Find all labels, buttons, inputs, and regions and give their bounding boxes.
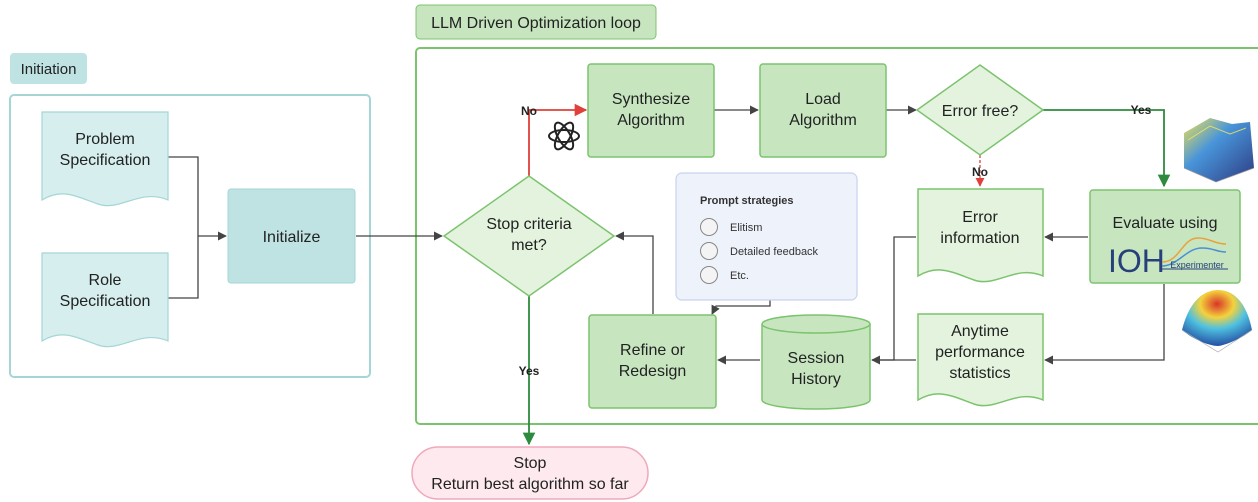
prompt-option-etc: Etc. [700, 266, 749, 284]
svg-text:information: information [940, 230, 1019, 247]
svg-text:Detailed feedback: Detailed feedback [730, 246, 819, 258]
svg-text:Specification: Specification [60, 293, 151, 310]
openai-icon [548, 121, 580, 151]
svg-text:History: History [791, 371, 841, 388]
prompt-strategies-panel: Prompt strategies Elitism Detailed feedb… [675, 172, 858, 301]
svg-text:Session: Session [788, 350, 845, 367]
stop-criteria-decision: Stop criteria met? [442, 175, 616, 297]
session-history-node: Session History [761, 314, 871, 410]
error-information-node: Error information [917, 188, 1044, 283]
ioh-logo-curves [1161, 237, 1227, 263]
svg-text:Problem: Problem [75, 131, 135, 148]
svg-text:Error: Error [962, 209, 998, 226]
svg-text:performance: performance [935, 344, 1025, 361]
svg-text:Elitism: Elitism [730, 222, 762, 234]
evaluate-ioh-node: Evaluate using IOH Experimenter [1089, 189, 1241, 284]
ioh-logo: IOH [1108, 243, 1165, 279]
edge-label-yes-stop: Yes [519, 364, 540, 378]
surface-plot-bottom-icon [1181, 290, 1253, 353]
connectors [168, 103, 1171, 446]
svg-text:Synthesize: Synthesize [612, 91, 690, 108]
surface-plot-top-icon [1183, 118, 1255, 183]
svg-text:Stop: Stop [514, 455, 547, 472]
initialize-node: Initialize [227, 188, 356, 284]
prompt-option-detailed-feedback: Detailed feedback [700, 242, 819, 260]
anytime-performance-node: Anytime performance statistics [917, 313, 1044, 407]
prompt-strategies-title: Prompt strategies [700, 195, 794, 207]
svg-text:Experimenter: Experimenter [1170, 260, 1224, 270]
initiation-section-label: Initiation [10, 53, 87, 84]
svg-text:Algorithm: Algorithm [789, 112, 857, 129]
stop-terminal-node: Stop Return best algorithm so far [411, 446, 649, 500]
svg-text:Role: Role [89, 272, 122, 289]
synthesize-algorithm-node: Synthesize Algorithm [587, 63, 715, 158]
load-algorithm-node: Load Algorithm [759, 63, 887, 158]
svg-text:met?: met? [511, 237, 547, 254]
svg-text:Error free?: Error free? [942, 103, 1019, 120]
svg-text:Initiation: Initiation [21, 61, 77, 78]
svg-text:Etc.: Etc. [730, 270, 749, 282]
refine-redesign-node: Refine or Redesign [588, 314, 717, 409]
problem-specification-node: Problem Specification [41, 111, 169, 207]
svg-text:statistics: statistics [949, 365, 1010, 382]
role-specification-node: Role Specification [41, 252, 169, 348]
svg-text:Redesign: Redesign [619, 363, 687, 380]
edge-label-no-error: No [972, 165, 988, 179]
svg-text:LLM Driven Optimization loop: LLM Driven Optimization loop [431, 15, 641, 32]
loop-section-label: LLM Driven Optimization loop [415, 4, 657, 40]
svg-text:Evaluate using: Evaluate using [1113, 215, 1218, 232]
prompt-option-elitism: Elitism [700, 218, 762, 236]
svg-text:Return best algorithm so far: Return best algorithm so far [431, 476, 629, 493]
error-free-decision: Error free? [915, 64, 1045, 156]
svg-text:Algorithm: Algorithm [617, 112, 685, 129]
svg-text:Load: Load [805, 91, 841, 108]
edge-label-yes-error-free: Yes [1131, 103, 1152, 117]
svg-text:Initialize: Initialize [263, 229, 321, 246]
svg-text:Stop criteria: Stop criteria [486, 216, 571, 233]
svg-text:Refine or: Refine or [620, 342, 686, 359]
svg-text:Anytime: Anytime [951, 323, 1009, 340]
svg-text:Specification: Specification [60, 152, 151, 169]
edge-label-no-top: No [521, 104, 537, 118]
